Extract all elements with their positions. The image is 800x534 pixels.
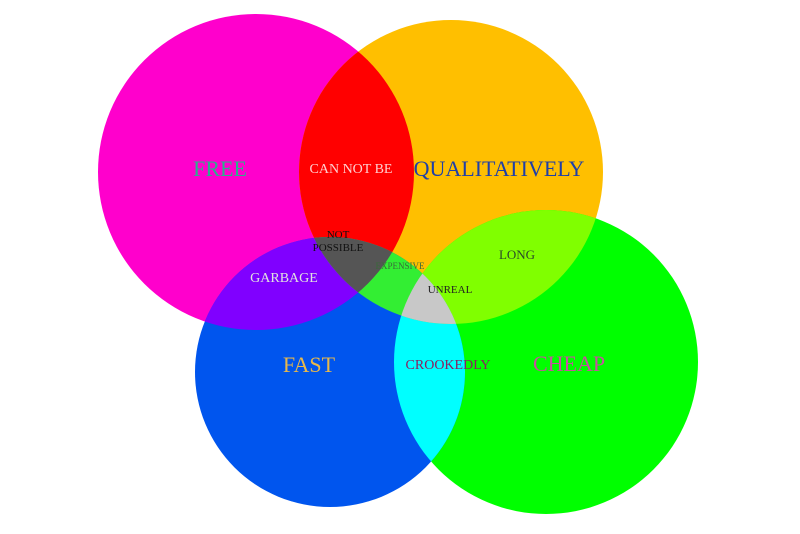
fast-label: FAST <box>283 352 336 377</box>
qualitatively-label: QUALITATIVELY <box>414 156 585 181</box>
not-possible-label-line2: POSSIBLE <box>313 242 364 254</box>
can-not-be-label: CAN NOT BE <box>310 162 393 177</box>
unreal-label: UNREAL <box>428 284 473 296</box>
cheap-label: CHEAP <box>533 351 605 376</box>
crookedly-label: CROOKEDLY <box>406 358 491 373</box>
free-label: FREE <box>193 156 247 181</box>
long-label: LONG <box>499 247 535 262</box>
qualitatively-cheap-overlap <box>394 210 603 324</box>
not-possible-label-line1: NOT <box>327 229 350 241</box>
expensive-label: EXPENSIVE <box>376 261 426 271</box>
garbage-label: GARBAGE <box>250 271 318 286</box>
